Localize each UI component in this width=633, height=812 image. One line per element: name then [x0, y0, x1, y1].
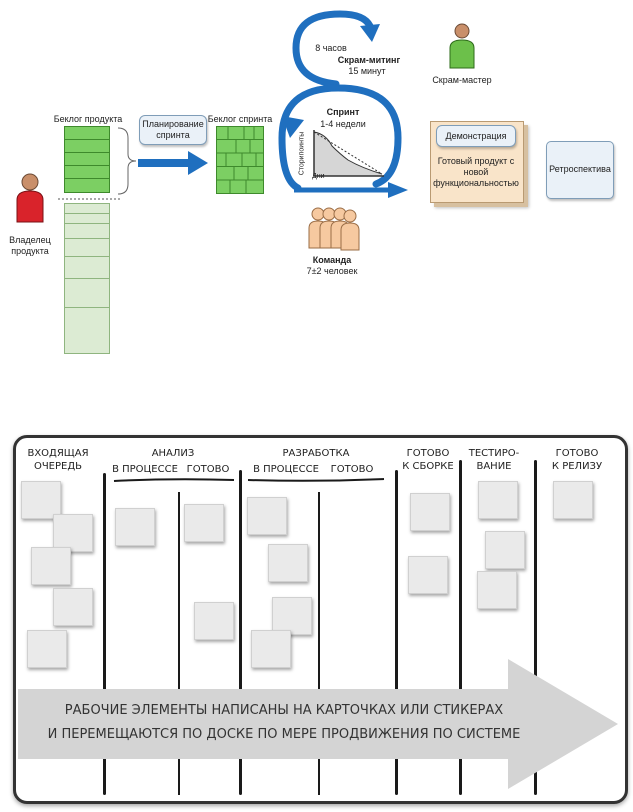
header-ready-for-release: ГОТОВО К РЕЛИЗУ: [551, 448, 603, 472]
analysis-underline: [113, 478, 235, 482]
header-analysis: АНАЛИЗ: [151, 448, 195, 459]
retrospective-label: Ретроспектива: [549, 164, 611, 174]
sprint-loop-icon: [278, 84, 408, 198]
sprint-backlog-grid: [216, 126, 264, 194]
card-dev-progress-2[interactable]: [268, 544, 308, 582]
divider-build-testing: [459, 460, 462, 795]
burndown-chart: [313, 130, 384, 177]
card-analysis-progress-1[interactable]: [115, 508, 155, 546]
planning-arrow-icon: [138, 151, 208, 175]
card-dev-progress-4[interactable]: [251, 630, 291, 668]
card-testing-3[interactable]: [477, 571, 517, 609]
retrospective-bubble: Ретроспектива: [546, 141, 614, 199]
card-incoming-4[interactable]: [53, 588, 93, 626]
card-release-1[interactable]: [553, 481, 593, 519]
card-analysis-done-1[interactable]: [184, 504, 224, 542]
sprint-planning-label: Планирование спринта: [142, 119, 204, 140]
finished-product-label: Готовый продукт с новой функциональность…: [433, 156, 519, 188]
product-backlog-top: [64, 126, 110, 194]
card-build-1[interactable]: [410, 493, 450, 531]
scrum-meeting-title: Скрам-митинг: [337, 55, 401, 65]
arrow-text-line-1: РАБОЧИЕ ЭЛЕМЕНТЫ НАПИСАНЫ НА КАРТОЧКАХ И…: [64, 703, 504, 718]
scrum-master-label: Скрам-мастер: [432, 75, 492, 85]
team-title: Команда: [312, 255, 352, 265]
product-owner-icon: [16, 173, 44, 223]
scrum-master-icon: [449, 23, 475, 69]
divider-analysis-sub: [178, 492, 180, 795]
header-development-in-progress: В ПРОЦЕССЕ: [253, 464, 319, 475]
burndown-x-label: Дни: [312, 173, 325, 180]
development-underline: [247, 478, 385, 482]
divider-incoming-analysis: [103, 473, 106, 795]
product-backlog-bottom: [64, 203, 110, 354]
card-dev-progress-3[interactable]: [272, 597, 312, 635]
scrum-meeting-loop-icon: [292, 10, 380, 88]
header-development-done: ГОТОВО: [330, 464, 374, 475]
card-incoming-1[interactable]: [21, 481, 61, 519]
arrow-text-line-2: И ПЕРЕМЕЩАЮТСЯ ПО ДОСКЕ ПО МЕРЕ ПРОДВИЖЕ…: [47, 727, 521, 742]
card-testing-2[interactable]: [485, 531, 525, 569]
header-testing: ТЕСТИРО- ВАНИЕ: [468, 448, 520, 472]
card-dev-progress-1[interactable]: [247, 497, 287, 535]
demo-label: Демонстрация: [445, 131, 507, 141]
header-analysis-done: ГОТОВО: [186, 464, 230, 475]
demo-bubble: Демонстрация: [436, 125, 516, 147]
card-build-2[interactable]: [408, 556, 448, 594]
sprint-backlog-label: Беклог спринта: [207, 114, 273, 124]
burndown-y-label: Сторипоинты: [298, 131, 306, 176]
selection-bracket: [117, 127, 137, 195]
backlog-separator-line: [58, 198, 120, 200]
header-development: РАЗРАБОТКА: [282, 448, 350, 459]
card-analysis-done-2[interactable]: [194, 602, 234, 640]
card-incoming-3[interactable]: [31, 547, 71, 585]
header-ready-for-build: ГОТОВО К СБОРКЕ: [402, 448, 454, 472]
product-backlog-label: Беклог продукта: [53, 114, 123, 124]
header-incoming-queue: ВХОДЯЩАЯ ОЧЕРЕДЬ: [27, 448, 89, 472]
header-analysis-in-progress: В ПРОЦЕССЕ: [112, 464, 178, 475]
divider-development-build: [395, 470, 398, 795]
sprint-duration: 1-4 недели: [320, 119, 366, 129]
card-testing-1[interactable]: [478, 481, 518, 519]
sprint-title: Спринт: [326, 107, 360, 117]
divider-analysis-development: [239, 470, 242, 795]
flow-arrow-icon: [18, 659, 618, 789]
divider-development-sub: [318, 492, 320, 795]
scrum-meeting-hours: 8 часов: [315, 43, 347, 53]
divider-testing-release: [534, 460, 537, 795]
card-incoming-2[interactable]: [53, 514, 93, 552]
team-icon: [308, 207, 360, 251]
team-size: 7±2 человек: [306, 266, 358, 276]
product-owner-label: Владелец продукта: [9, 235, 51, 256]
card-incoming-5[interactable]: [27, 630, 67, 668]
sprint-planning-bubble: Планирование спринта: [139, 115, 207, 145]
scrum-meeting-duration: 15 минут: [348, 66, 386, 76]
